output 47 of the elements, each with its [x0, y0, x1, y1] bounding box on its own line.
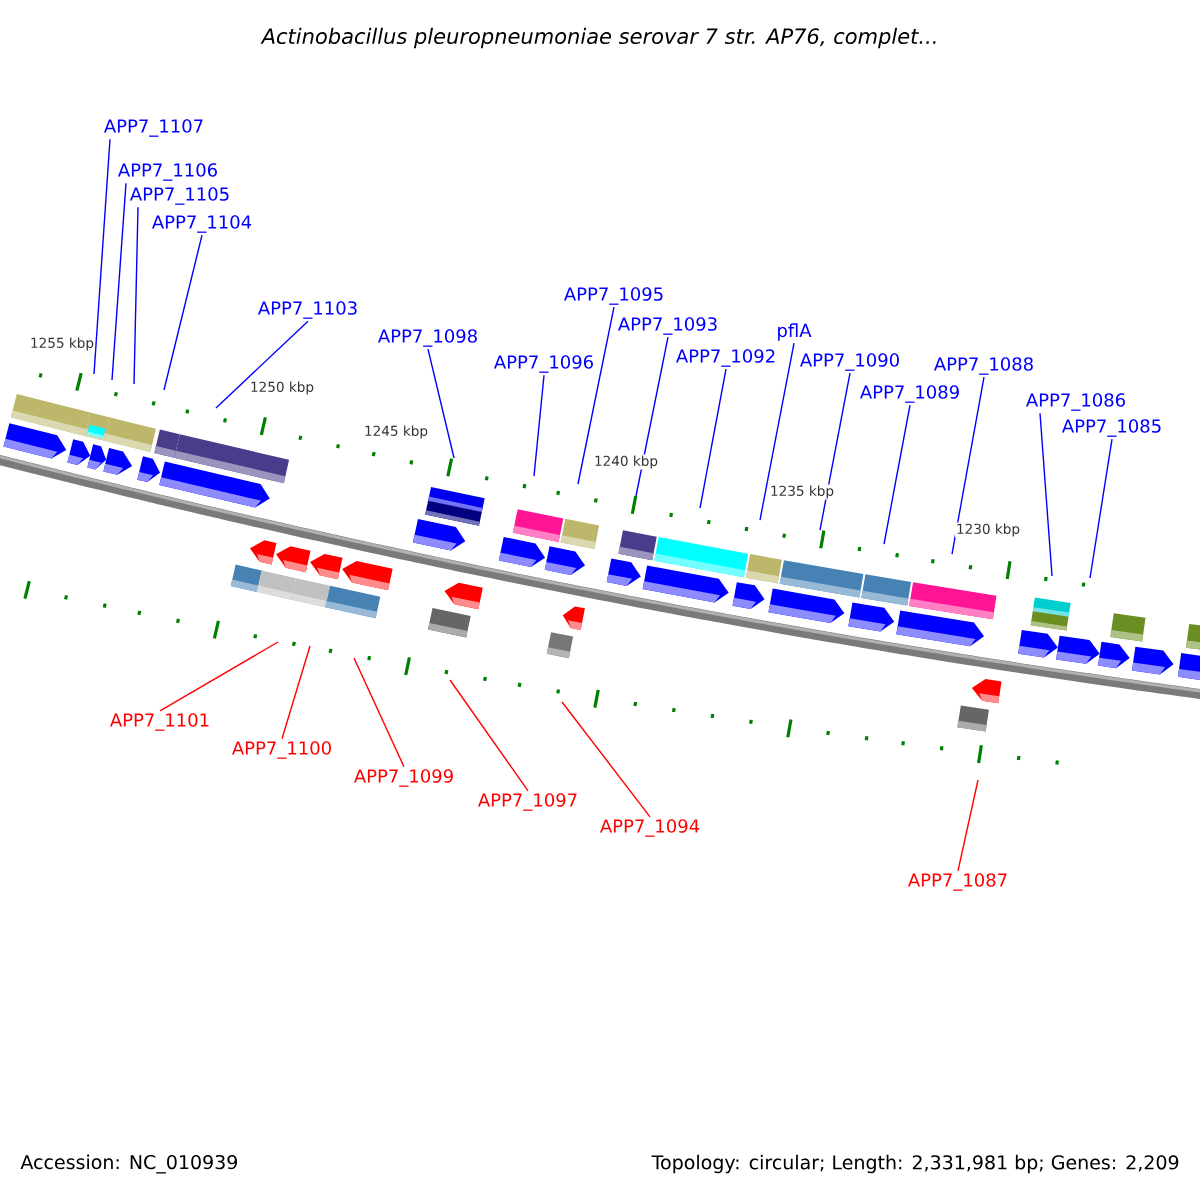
gene-label: APP7_1088 — [934, 357, 1033, 375]
leader-line — [133, 206, 139, 385]
leader-line — [759, 342, 795, 521]
leader-line — [163, 234, 203, 391]
leader-line — [111, 182, 127, 381]
gene-label: APP7_1105 — [130, 187, 229, 205]
leader-line — [427, 348, 455, 459]
gene-label: APP7_1095 — [564, 287, 663, 305]
leader-line — [699, 368, 727, 509]
gene-label: APP7_1093 — [618, 317, 717, 335]
leader-line — [449, 679, 529, 792]
leader-line — [1089, 438, 1113, 579]
gene-label: APP7_1087 — [908, 873, 1007, 891]
gene-label: APP7_1101 — [110, 713, 209, 731]
gene-label: APP7_1099 — [354, 769, 453, 787]
leader-line — [353, 657, 405, 768]
leader-line — [215, 320, 309, 409]
gene-label: APP7_1100 — [232, 741, 331, 759]
leader-line — [281, 645, 311, 740]
leader-line — [561, 701, 651, 818]
gene-label: APP7_1096 — [494, 355, 593, 373]
gene-label: APP7_1085 — [1062, 419, 1161, 437]
gene-label: APP7_1089 — [860, 385, 959, 403]
leader-line — [159, 641, 279, 712]
genome-info-text: Topology: circular; Length: 2,331,981 bp; Genes: 2,209 — [651, 1154, 1179, 1174]
title: Actinobacillus pleuropneumoniae serovar 7 str. AP76, complet... — [260, 27, 936, 49]
leader-line — [819, 372, 851, 531]
leader-line — [93, 138, 111, 375]
gene-label: APP7_1107 — [104, 119, 203, 137]
leader-line — [951, 376, 985, 555]
gene-label: APP7_1092 — [676, 349, 775, 367]
gene-label: APP7_1094 — [600, 819, 700, 837]
leader-line — [883, 404, 911, 545]
gene-label: APP7_1098 — [378, 329, 477, 347]
leader-line — [533, 374, 545, 477]
leader-line — [577, 306, 615, 485]
leader-line — [635, 336, 669, 497]
gene-label: APP7_1103 — [258, 301, 357, 319]
gene-label: APP7_1086 — [1026, 393, 1125, 411]
gene-label: APP7_1097 — [478, 793, 577, 811]
gene-label: pflA — [778, 323, 812, 341]
gene-label: APP7_1106 — [118, 163, 217, 181]
leader-line — [1039, 412, 1053, 577]
leader-line — [957, 779, 979, 872]
gene-label: APP7_1090 — [800, 353, 899, 371]
gene-label: APP7_1104 — [152, 215, 252, 233]
accession-text: Accession: NC_010939 — [20, 1154, 237, 1174]
